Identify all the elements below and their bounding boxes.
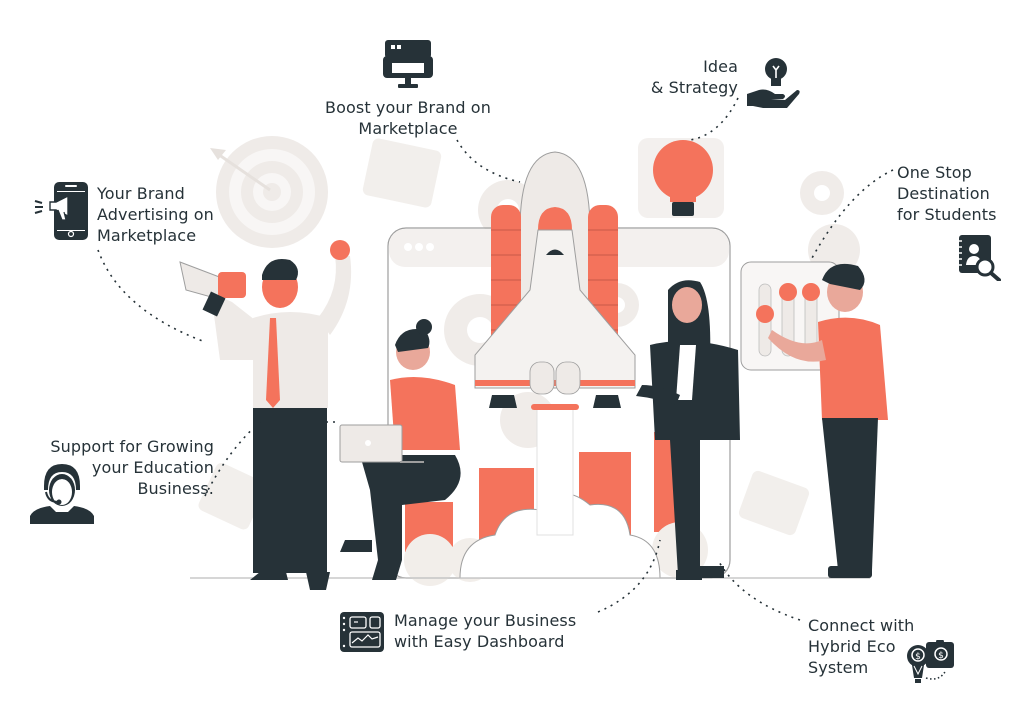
man-with-megaphone xyxy=(179,240,352,590)
monitor-billboard-icon xyxy=(383,40,433,90)
feature-brand-advertising: Your Brand Advertising on Marketplace xyxy=(97,184,214,245)
dashboard-icon xyxy=(340,612,384,652)
dotted-connectors xyxy=(97,97,894,621)
feature-one-stop: One Stop Destination for Students xyxy=(897,163,997,224)
feature-dashboard: Manage your Business with Easy Dashboard xyxy=(394,611,577,651)
rocket-icon xyxy=(474,151,636,410)
feature-boost-brand: Boost your Brand on Marketplace xyxy=(325,98,491,138)
man-adjusting-sliders xyxy=(768,263,888,578)
puzzle-piece-icon xyxy=(198,138,810,536)
phone-megaphone-icon xyxy=(34,182,90,240)
feature-idea-strategy: Idea & Strategy xyxy=(650,57,738,97)
svg-text:$: $ xyxy=(938,651,944,661)
headset-support-icon xyxy=(30,460,94,524)
hand-lightbulb-icon xyxy=(745,56,801,112)
contact-book-search-icon xyxy=(955,235,1001,282)
feature-hybrid-eco: Connect with Hybrid Eco System xyxy=(808,616,915,677)
feature-support: Support for Growing your Education Busin… xyxy=(50,437,214,498)
woman-with-laptop xyxy=(339,319,461,580)
woman-in-suit xyxy=(636,280,740,580)
svg-text:$: $ xyxy=(915,652,921,662)
target-icon xyxy=(210,136,328,248)
puzzle-money-bulb-icon: $ $ xyxy=(906,638,956,686)
